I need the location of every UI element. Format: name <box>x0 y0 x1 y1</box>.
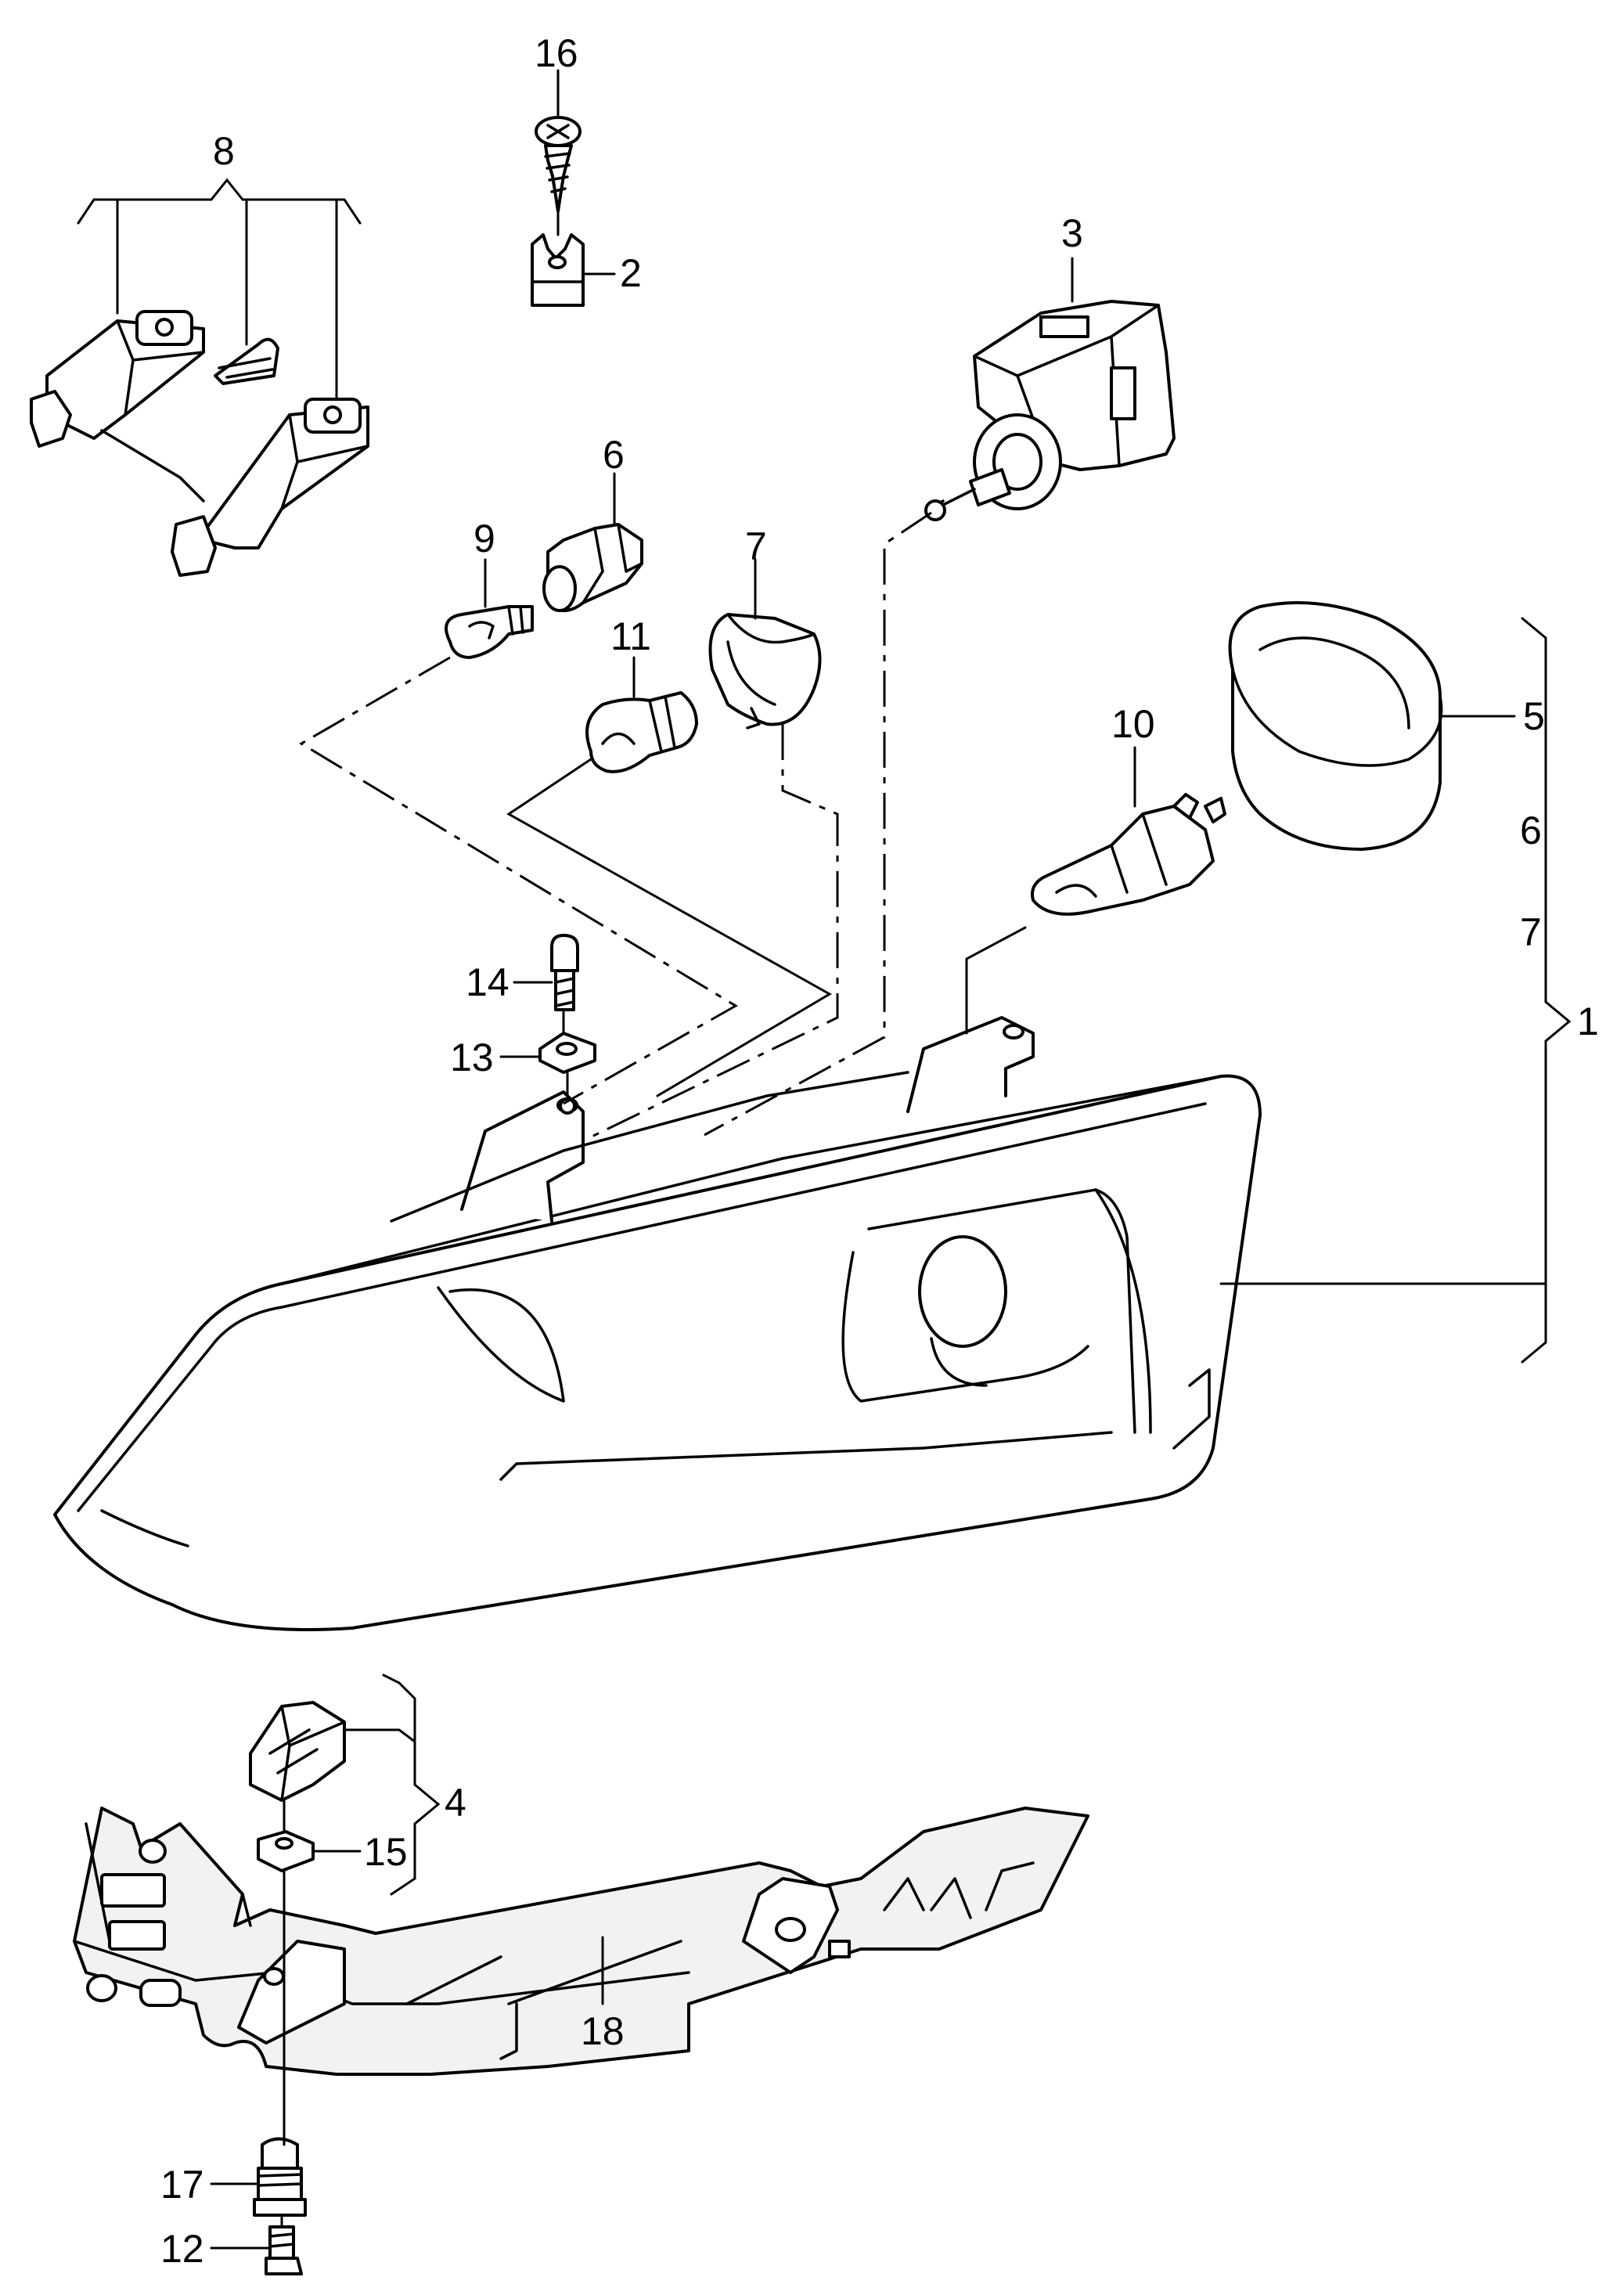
wedge-bulb-9[interactable] <box>445 605 534 659</box>
callout-2: 2 <box>620 251 642 295</box>
callout-18: 18 <box>581 2009 625 2053</box>
callout-5: 5 <box>1523 694 1545 738</box>
callout-16: 16 <box>535 31 578 75</box>
bulb-socket-7[interactable] <box>708 613 822 730</box>
headlight-housing[interactable] <box>53 1016 1262 1631</box>
callout-15: 15 <box>364 1830 408 1874</box>
callout-13: 13 <box>450 1036 494 1079</box>
adjustment-motor-3[interactable] <box>924 300 1176 521</box>
callout-12: 12 <box>160 2227 204 2271</box>
screw-14[interactable] <box>550 934 579 1011</box>
screw-16[interactable] <box>535 116 582 213</box>
bolt-12[interactable] <box>265 2225 303 2275</box>
callout-3: 3 <box>1061 211 1083 255</box>
callout-9: 9 <box>474 517 495 560</box>
leader-lines <box>77 69 1572 2250</box>
callout-6: 6 <box>603 433 625 477</box>
callout-1: 1 <box>1577 1000 1599 1043</box>
bulb-11[interactable] <box>585 691 698 773</box>
bulb-holder-6[interactable] <box>542 523 643 612</box>
headlight-bracket[interactable] <box>73 1807 1089 2076</box>
callout-10: 10 <box>1111 702 1155 746</box>
clip-nut-15[interactable] <box>257 1830 315 1872</box>
callout-7: 7 <box>745 524 767 568</box>
callout-6-list: 6 <box>1520 809 1542 852</box>
callout-7-list: 7 <box>1520 910 1542 954</box>
halogen-bulb-10[interactable] <box>1031 793 1226 916</box>
bracket-set-8[interactable] <box>30 310 369 577</box>
grommet-17[interactable] <box>253 2137 307 2217</box>
callout-11: 11 <box>610 614 651 658</box>
seal-ring-5[interactable] <box>1228 601 1443 851</box>
callout-labels: 1 2 3 4 5 6 6 7 7 8 9 10 11 12 13 14 15 … <box>160 31 1599 2271</box>
mounting-clip-4[interactable] <box>249 1701 346 1802</box>
callout-4: 4 <box>445 1781 466 1825</box>
clip-nut-13[interactable] <box>538 1032 596 1074</box>
callout-14: 14 <box>466 960 510 1004</box>
callout-8: 8 <box>213 129 235 173</box>
clip-nut-2[interactable] <box>531 233 585 307</box>
callout-17: 17 <box>160 2163 204 2207</box>
